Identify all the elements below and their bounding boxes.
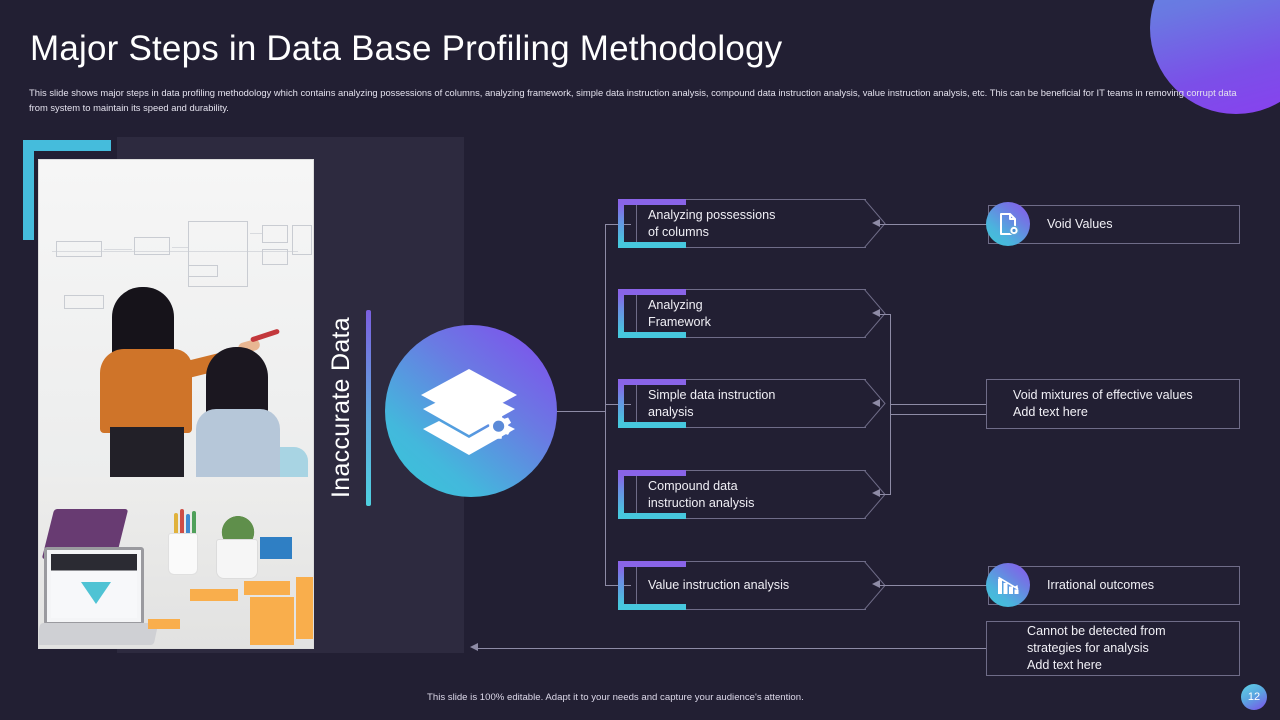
arrow-to-step2 (872, 309, 880, 317)
connector-result2-step4 (880, 494, 891, 495)
step-box-5-label: Value instruction analysis (648, 578, 790, 592)
arrow-to-step1 (872, 219, 880, 227)
connector-hub-to-spine (557, 411, 605, 412)
arrow-to-step4 (872, 489, 880, 497)
page-title: Major Steps in Data Base Profiling Metho… (30, 29, 783, 68)
result-icon-circle-document (986, 202, 1030, 246)
photo-desk-workspace (38, 477, 314, 649)
connector-result2-step2 (880, 314, 891, 315)
photo-stack (38, 159, 314, 649)
result-box-void-mixtures[interactable]: Void mixtures of effective values Add te… (986, 379, 1240, 429)
step-box-2[interactable]: Analyzing Framework (618, 289, 886, 338)
step-box-3-accent (618, 379, 686, 428)
connector-result3 (880, 585, 988, 586)
result-box-void-mixtures-label: Void mixtures of effective values Add te… (1013, 388, 1193, 419)
connector-result2-main (890, 404, 986, 405)
decorative-gradient-bar (366, 310, 371, 506)
page-subtitle: This slide shows major steps in data pro… (29, 87, 1237, 113)
arrow-to-step3 (872, 399, 880, 407)
result-box-void-values[interactable]: Void Values (988, 205, 1240, 244)
decorative-bracket-top-left (23, 140, 111, 240)
result-box-cannot-be-detected-label: Cannot be detected from strategies for a… (1027, 624, 1166, 672)
step-box-3[interactable]: Simple data instruction analysis (618, 379, 886, 428)
footer-note: This slide is 100% editable. Adapt it to… (427, 692, 804, 703)
step-box-4-accent (618, 470, 686, 519)
step-box-1-label: Analyzing possessions of columns (648, 207, 776, 239)
layers-gear-icon (421, 369, 517, 455)
step-box-1[interactable]: Analyzing possessions of columns (618, 199, 886, 248)
result-box-irrational-outcomes-label: Irrational outcomes (1047, 578, 1155, 592)
connector-result1 (880, 224, 988, 225)
step-box-3-tip (864, 379, 886, 428)
step-box-2-accent (618, 289, 686, 338)
step-box-5[interactable]: Value instruction analysis (618, 561, 886, 610)
step-box-3-label: Simple data instruction analysis (648, 387, 776, 419)
result-box-irrational-outcomes[interactable]: Irrational outcomes (988, 566, 1240, 605)
connector-spine (605, 224, 606, 586)
bar-chart-down-icon (998, 576, 1019, 594)
arrow-to-step5 (872, 580, 880, 588)
photo-whiteboard-meeting (38, 159, 314, 477)
result-box-void-values-label: Void Values (1047, 217, 1113, 231)
result-icon-circle-chart (986, 563, 1030, 607)
connector-result4-bottom (476, 648, 986, 649)
step-box-1-tip (864, 199, 886, 248)
hub-vertical-label: Inaccurate Data (327, 317, 355, 499)
step-box-5-accent (618, 561, 686, 610)
arrow-to-panel (470, 643, 478, 651)
page-number-badge: 12 (1241, 684, 1267, 710)
step-box-4-label: Compound data instruction analysis (648, 478, 755, 510)
connector-result2-riser (890, 314, 891, 494)
hub-circle (385, 325, 557, 497)
step-box-4[interactable]: Compound data instruction analysis (618, 470, 886, 519)
connector-result2-lower (890, 414, 986, 415)
document-icon (1000, 213, 1019, 236)
step-box-2-label: Analyzing Framework (648, 297, 711, 329)
result-box-cannot-be-detected[interactable]: Cannot be detected from strategies for a… (986, 621, 1240, 676)
step-box-2-tip (864, 289, 886, 338)
step-box-1-accent (618, 199, 686, 248)
